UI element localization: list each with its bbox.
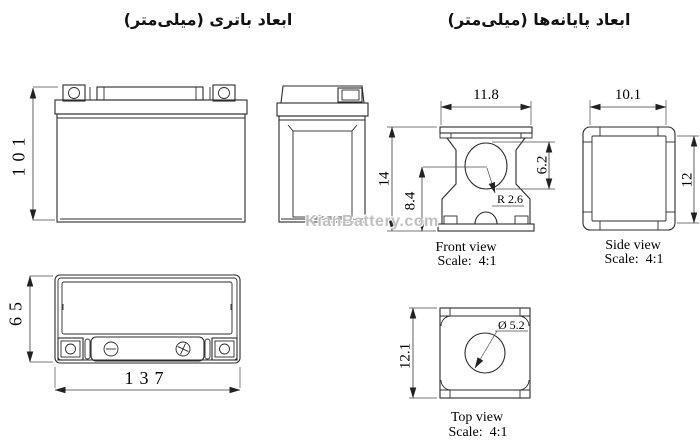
battery-cell-area xyxy=(61,281,233,335)
terminal-top-hole xyxy=(464,332,506,374)
top-view-scale-label: Scale: 4:1 xyxy=(448,425,507,440)
battery-top-outline xyxy=(54,274,241,364)
terminal-side-height-dimension: 12 xyxy=(679,173,695,188)
battery-side-body xyxy=(278,115,366,223)
left-terminal-block xyxy=(62,84,86,102)
right-terminal-block xyxy=(212,84,236,102)
side-view-scale-label: Scale: 4:1 xyxy=(604,252,663,267)
side-recessed-panel xyxy=(292,130,353,218)
terminal-dimensions-header: ابعاد پایانه‌ها (میلی‌متر) xyxy=(447,10,631,29)
watermark-text: KianBattery.com xyxy=(305,213,439,230)
terminal-side-width-dimension: 10.1 xyxy=(615,87,641,103)
terminal-height-dimension: 14 xyxy=(376,171,392,187)
side-view-label: Side view xyxy=(605,238,661,253)
terminal-front-body xyxy=(441,137,531,225)
battery-depth-dimension: 65 xyxy=(5,296,25,326)
battery-top-view: 65 137 xyxy=(5,274,241,394)
terminal-top-outline xyxy=(439,307,531,399)
terminal-bottom-notch xyxy=(474,211,498,225)
hole-diameter-annotation: Ø 5.2 xyxy=(498,318,525,332)
terminal-front-view: R 2.6 11.8 14 8.4 6.2 Front view Scale: … xyxy=(376,87,555,269)
left-terminal-bolt xyxy=(68,87,80,99)
fillet-radius-annotation: R 2.6 xyxy=(497,192,523,206)
terminal-width-dimension: 11.8 xyxy=(473,87,499,103)
terminal-top-height-dimension: 12.1 xyxy=(397,343,413,369)
terminal-top-flange xyxy=(439,126,533,134)
battery-height-dimension: 101 xyxy=(8,132,28,177)
hole-center-to-base-dimension: 8.4 xyxy=(402,191,418,210)
front-view-label: Front view xyxy=(435,240,497,255)
side-terminal xyxy=(337,87,363,103)
vent-console xyxy=(90,336,205,362)
top-left-terminal xyxy=(57,337,84,361)
terminal-side-view: 10.1 12 Side view Scale: 4:1 xyxy=(582,87,699,267)
battery-side-view xyxy=(276,85,369,223)
minus-terminal-icon xyxy=(103,341,119,357)
battery-width-dimension: 137 xyxy=(125,368,170,388)
top-view-label: Top view xyxy=(451,410,504,425)
battery-side-lid xyxy=(276,102,369,117)
front-view-scale-label: Scale: 4:1 xyxy=(437,254,496,269)
battery-front-view: 101 xyxy=(8,84,248,223)
terminal-top-view: Ø 5.2 12.1 Top view Scale: 4:1 xyxy=(397,307,531,440)
terminal-side-inner xyxy=(591,135,667,222)
battery-lid xyxy=(54,99,248,115)
battery-dimensions-header: ابعاد باتری (میلی‌متر) xyxy=(123,10,293,29)
terminal-side-outline xyxy=(582,126,676,231)
terminal-bolt-hole xyxy=(464,142,508,190)
battery-body xyxy=(56,113,246,223)
top-center-ridge xyxy=(96,86,204,101)
plus-terminal-icon xyxy=(175,341,191,357)
terminal-base-flange xyxy=(437,223,535,232)
hole-height-dimension: 6.2 xyxy=(534,156,550,175)
top-right-terminal xyxy=(211,337,238,361)
right-terminal-bolt xyxy=(218,87,230,99)
